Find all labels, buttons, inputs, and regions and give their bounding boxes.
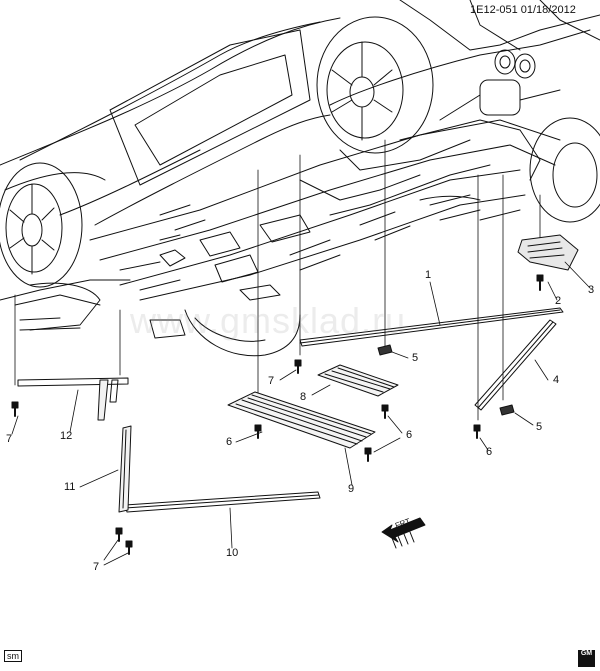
part-10-rail xyxy=(124,491,321,513)
callout-11: 11 xyxy=(64,481,76,493)
callout-10: 10 xyxy=(226,547,239,559)
callout-4: 4 xyxy=(553,374,560,386)
callout-7b: 7 xyxy=(6,433,13,445)
callout-7a: 7 xyxy=(268,375,275,387)
callout-2: 2 xyxy=(555,295,562,307)
corner-mark-left: sm xyxy=(4,650,22,662)
underbody-structure xyxy=(14,119,561,339)
front-direction-arrow xyxy=(381,517,426,549)
part-4-strip xyxy=(474,319,557,411)
part-2-bolt xyxy=(536,274,544,291)
part-11-piece xyxy=(118,425,132,513)
part-12-piece xyxy=(17,377,129,421)
callout-5b: 5 xyxy=(536,421,543,433)
part-1-rail xyxy=(299,307,564,347)
callout-9: 9 xyxy=(348,483,355,495)
car-body xyxy=(0,0,600,301)
gm-logo: GM xyxy=(578,650,595,667)
callout-6b: 6 xyxy=(406,429,413,441)
rear-wheel-upper xyxy=(316,16,434,154)
exhaust-tips xyxy=(439,49,561,121)
callout-8: 8 xyxy=(300,391,307,403)
front-wheel xyxy=(0,162,83,288)
part-8-panel xyxy=(317,364,399,397)
part-5-clip-b xyxy=(499,404,515,416)
leader-lines xyxy=(14,139,541,421)
callout-6a: 6 xyxy=(226,436,233,448)
rear-wheel-right xyxy=(529,117,600,223)
fasteners xyxy=(11,359,481,555)
callout-3: 3 xyxy=(588,284,595,296)
part-5-clip-a xyxy=(377,344,393,356)
part-3-bracket xyxy=(517,234,579,271)
callout-6c: 6 xyxy=(486,446,493,458)
callout-12: 12 xyxy=(60,430,73,442)
callout-1: 1 xyxy=(425,269,432,281)
part-9-panel xyxy=(227,391,376,449)
callout-7c: 7 xyxy=(93,561,100,573)
callout-leaders xyxy=(11,261,591,566)
callout-5a: 5 xyxy=(412,352,419,364)
diagram-code: 1E12-051 01/18/2012 xyxy=(470,4,576,16)
watermark-text: www.gmsklad.ru xyxy=(130,300,407,341)
